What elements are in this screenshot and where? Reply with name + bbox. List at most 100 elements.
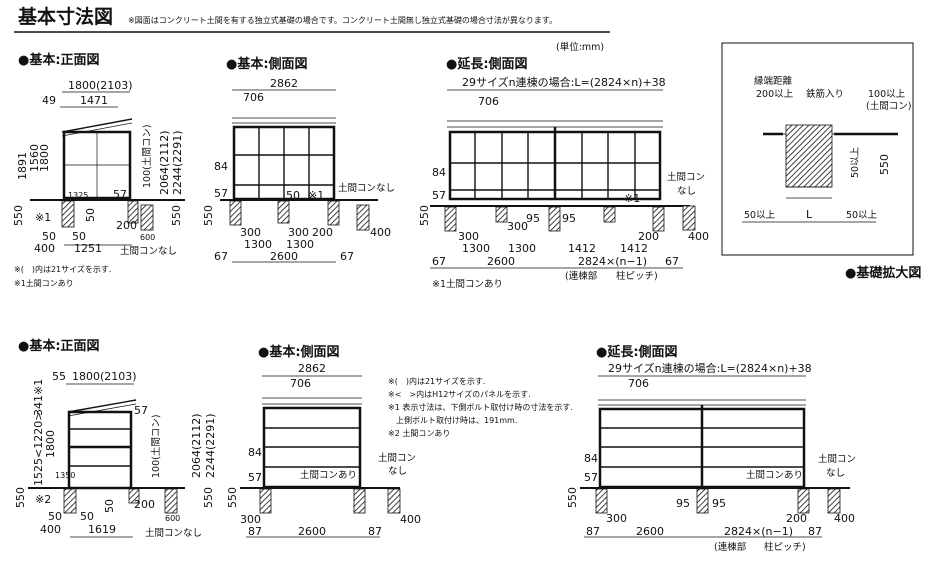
- foundation-block: [785, 124, 833, 188]
- section-title: ●基本:側面図: [258, 344, 340, 360]
- note-mark: ※1: [308, 189, 324, 202]
- dim-200: 200: [786, 512, 807, 525]
- dim-95-left-arrow: 95: [526, 212, 540, 225]
- note-doma: ※1土間コンあり: [14, 278, 74, 288]
- dim-87-a: 87: [586, 525, 600, 538]
- foundation: [444, 206, 457, 232]
- dim-600: 600: [140, 233, 155, 242]
- dim-50: 50: [286, 189, 300, 202]
- dim-84: 84: [432, 166, 446, 179]
- foundation: [277, 200, 290, 224]
- foundation: [595, 488, 608, 514]
- dim-84: 84: [584, 452, 598, 465]
- dim-1300-b: 1300: [286, 238, 314, 251]
- dim-400: 400: [688, 230, 709, 243]
- dim-formula: 29サイズn連棟の場合:L=(2824×n)+38: [608, 361, 812, 375]
- foundation: [797, 488, 810, 514]
- label-pitch: 柱ピッチ): [616, 270, 658, 282]
- dim-1300-a: 1300: [462, 242, 490, 255]
- dim-50-b: 50: [80, 510, 94, 523]
- section-title: ●基本:正面図: [18, 338, 100, 354]
- label-no-doma: 土間コンなし: [338, 182, 395, 194]
- dim-95-right-arrow: 95: [712, 497, 726, 510]
- dim-67-b: 67: [665, 255, 679, 268]
- dim-pitch: 2824×(n−1): [724, 525, 793, 538]
- dim-550-left: 550: [14, 487, 27, 508]
- foundation: [63, 488, 77, 514]
- dim-87-b: 87: [808, 525, 822, 538]
- header-note: ※図面はコンクリート土間を有する独立式基礎の場合です。コンクリート土間無し独立式…: [128, 15, 557, 25]
- dim-edge-200: 200以上: [756, 89, 794, 100]
- note-line: ※< >内はH12サイズのパネルを示す.: [388, 389, 531, 399]
- dim-87-a: 87: [248, 525, 262, 538]
- section-title: ●基本:側面図: [226, 56, 308, 72]
- foundation: [652, 206, 665, 232]
- dim-400: 400: [40, 523, 61, 536]
- dim-1300-b: 1300: [508, 242, 536, 255]
- dim-300-b: 300: [507, 220, 528, 233]
- dim-300-a: 300: [458, 230, 479, 243]
- side-view-extended-bottom: ●延長:側面図 29サイズn連棟の場合:L=(2824×n)+38 706 84…: [566, 344, 856, 553]
- side-view-extended-top: ●延長:側面図 29サイズn連棟の場合:L=(2824×n)+38 706 84…: [418, 56, 709, 290]
- foundation: [327, 200, 340, 226]
- foundation: [229, 200, 242, 226]
- dim-706: 706: [628, 377, 649, 390]
- label-doma: 土間コン: [667, 171, 705, 183]
- dim-67-b: 67: [340, 250, 354, 263]
- dim-706: 706: [290, 377, 311, 390]
- foundation: [387, 488, 401, 514]
- label-renmune: (連棟部: [714, 541, 746, 553]
- label-pitch: 柱ピッチ): [764, 541, 806, 553]
- dim-67-a: 67: [432, 255, 446, 268]
- dim-550: 550: [878, 154, 891, 175]
- label-nashi: なし: [677, 186, 696, 197]
- front-view-basic-top: ●基本:正面図 1800(2103) 49 1471 1891 1560 180…: [12, 52, 185, 288]
- dim-67-a: 67: [214, 250, 228, 263]
- foundation: [603, 206, 616, 223]
- dim-550-right: 550: [170, 205, 183, 226]
- foundation: [353, 488, 366, 514]
- dim-95-right-arrow: 95: [562, 212, 576, 225]
- dim-550-left: 550: [12, 205, 25, 226]
- foundation-detail: 縁端距離 200以上 鉄筋入り 100以上 (土間コン) 50以上 550 50…: [721, 42, 921, 281]
- dim-87-b: 87: [368, 525, 382, 538]
- label-no-doma: 土間コンなし: [120, 245, 177, 257]
- section-title: ●基本:正面図: [18, 52, 100, 68]
- dim-1412-a: 1412: [568, 242, 596, 255]
- dim-200: 200: [134, 498, 155, 511]
- foundation: [682, 205, 696, 231]
- dim-1525: 1525<1220>: [32, 412, 45, 486]
- dim-706: 706: [478, 95, 499, 108]
- dim-550: 550: [226, 487, 239, 508]
- dim-width: 1800(2103): [68, 79, 133, 92]
- dim-50-b: 50: [72, 230, 86, 243]
- label-rebar: 鉄筋入り: [806, 88, 844, 100]
- foundation: [128, 488, 140, 504]
- dim-57: 57: [134, 404, 148, 417]
- dim-57: 57: [248, 471, 262, 484]
- dim-1891: 1891: [16, 152, 29, 180]
- dim-50-v: 50以上: [850, 146, 861, 178]
- dim-200: 200: [116, 219, 137, 232]
- dim-400: 400: [834, 512, 855, 525]
- foundation: [164, 488, 178, 514]
- dim-1800: 1800: [38, 144, 51, 172]
- dim-400: 400: [400, 513, 421, 526]
- dim-400: 400: [34, 242, 55, 255]
- note-21-size: ※( )内は21サイズを示す.: [14, 264, 111, 274]
- dim-200: 200: [638, 230, 659, 243]
- dim-49: 49: [42, 94, 56, 107]
- section-title: ●延長:側面図: [446, 56, 528, 72]
- label-edge-distance: 縁端距離: [754, 75, 793, 87]
- dim-doma-100: 100(土間コン): [150, 414, 162, 478]
- label-doma: 土間コン: [818, 453, 856, 465]
- dim-50-a: 50: [48, 510, 62, 523]
- dim-300: 300: [606, 512, 627, 525]
- dim-height-2244: 2244(2291): [171, 130, 184, 195]
- dim-doma-100: 100(土間コン): [141, 124, 153, 188]
- note-line: ※( )内は21サイズを示す.: [388, 376, 485, 386]
- dim-400: 400: [370, 226, 391, 239]
- dim-50-left: 50以上: [744, 210, 776, 221]
